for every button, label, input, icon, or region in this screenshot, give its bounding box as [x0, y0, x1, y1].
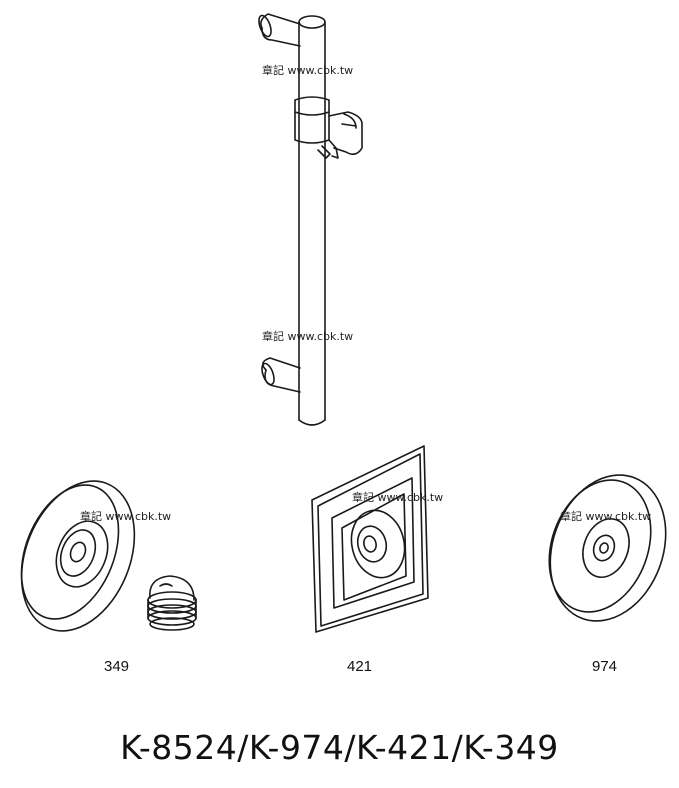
flange-421 [311, 445, 429, 633]
flange-349 [20, 480, 136, 632]
watermark-text: 章記 www.cbk.tw [560, 510, 652, 523]
bottom-wall-bracket [261, 357, 301, 393]
watermark-text: 章記 www.cbk.tw [80, 510, 172, 523]
part-label-421: 421 [347, 658, 373, 675]
model-title: K-8524/K-974/K-421/K-349 [120, 728, 559, 767]
watermark-text: 章記 www.cbk.tw [352, 491, 444, 504]
part-label-974: 974 [592, 658, 618, 675]
watermark-text: 章記 www.cbk.tw [262, 64, 354, 77]
flange-974 [548, 474, 667, 622]
part-label-349: 349 [104, 658, 130, 675]
shower-holder [294, 96, 363, 159]
top-wall-bracket [258, 13, 301, 47]
rod-top-cap [298, 15, 326, 29]
plug-349 [147, 575, 197, 631]
slide-bar [258, 13, 363, 426]
watermark-text: 章記 www.cbk.tw [262, 330, 354, 343]
